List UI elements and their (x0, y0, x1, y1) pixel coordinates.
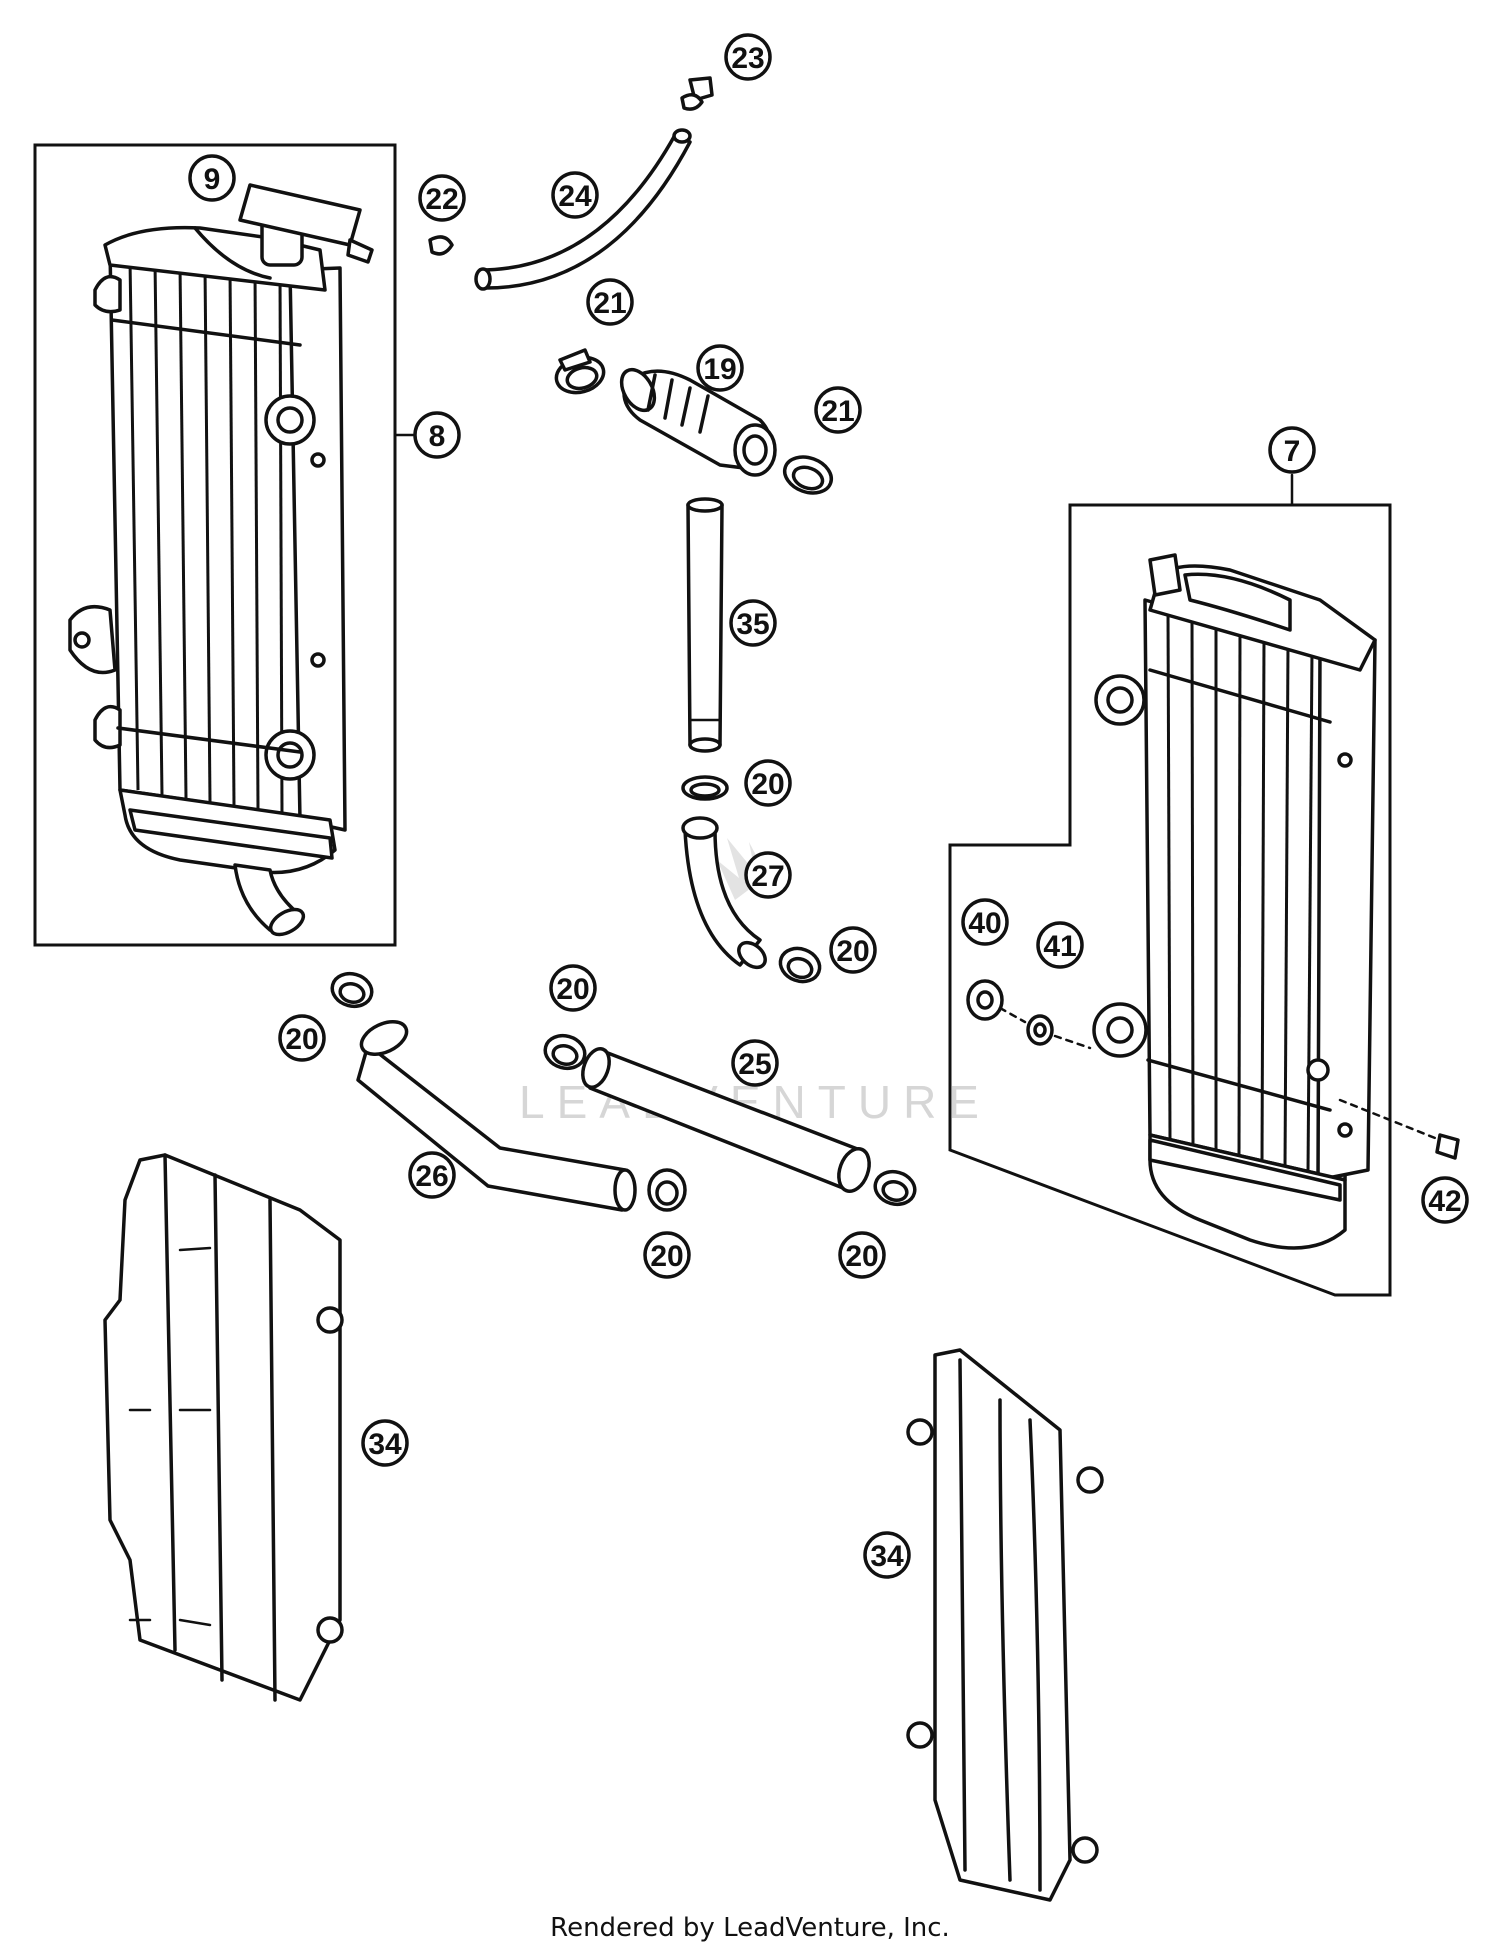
svg-text:40: 40 (968, 907, 1001, 940)
clamp-20-e[interactable] (647, 1168, 687, 1212)
clamp-20-f[interactable] (872, 1167, 919, 1208)
callout-26: 26 (408, 1151, 456, 1199)
callout-20-e: 20 (643, 1231, 691, 1279)
right-radiator-fins (1166, 609, 1314, 1174)
svg-text:21: 21 (593, 287, 626, 320)
callout-7: 7 (1268, 426, 1316, 474)
svg-text:20: 20 (650, 1240, 683, 1273)
svg-text:9: 9 (204, 163, 221, 196)
callout-21-left: 21 (586, 278, 634, 326)
clamp-21-right[interactable] (780, 451, 837, 499)
callout-35: 35 (729, 599, 777, 647)
left-radiator-assembly[interactable] (33, 143, 417, 947)
svg-text:7: 7 (1284, 435, 1301, 468)
callout-20-b: 20 (829, 926, 877, 974)
callout-34-left: 34 (361, 1419, 409, 1467)
svg-text:41: 41 (1043, 930, 1076, 963)
callout-34-right: 34 (863, 1531, 911, 1579)
clamp-20-c[interactable] (329, 969, 376, 1010)
svg-text:25: 25 (738, 1048, 771, 1081)
callout-8: 8 (413, 411, 461, 459)
radiator-shroud-right[interactable] (906, 1348, 1104, 1902)
right-radiator-frame (948, 503, 1392, 1297)
bolt-42[interactable] (1435, 1133, 1460, 1160)
callout-42: 42 (1421, 1176, 1469, 1224)
callout-27: 27 (744, 851, 792, 899)
svg-text:42: 42 (1428, 1185, 1461, 1218)
svg-text:20: 20 (285, 1023, 318, 1056)
svg-text:20: 20 (751, 768, 784, 801)
left-radiator-fins (128, 259, 284, 815)
svg-text:22: 22 (425, 183, 458, 216)
svg-text:24: 24 (558, 180, 592, 213)
hose-27[interactable] (681, 816, 770, 972)
svg-text:34: 34 (870, 1540, 904, 1573)
right-radiator-assembly[interactable] (948, 473, 1460, 1297)
callout-21-right: 21 (814, 386, 862, 434)
svg-text:21: 21 (821, 395, 854, 428)
left-radiator-frame (33, 143, 397, 947)
hose-26[interactable] (356, 1015, 637, 1212)
svg-text:26: 26 (415, 1160, 448, 1193)
callout-20-c: 20 (278, 1014, 326, 1062)
svg-text:34: 34 (368, 1428, 402, 1461)
callout-40: 40 (961, 898, 1009, 946)
callout-25: 25 (731, 1039, 779, 1087)
clamp-20-b[interactable] (776, 943, 825, 987)
radiator-shroud-left[interactable] (103, 1153, 344, 1702)
hose-25[interactable] (578, 1045, 875, 1195)
callout-22: 22 (418, 174, 466, 222)
svg-text:20: 20 (845, 1240, 878, 1273)
clamp-20-d[interactable] (542, 1031, 589, 1072)
svg-text:19: 19 (703, 353, 736, 386)
thermostat-19[interactable] (615, 364, 777, 477)
clamp-22[interactable] (428, 235, 454, 256)
clamp-21-left[interactable] (552, 348, 607, 398)
callout-19: 19 (696, 344, 744, 392)
hose-24[interactable] (474, 128, 692, 291)
svg-text:27: 27 (751, 860, 784, 893)
callout-23: 23 (724, 33, 772, 81)
clamp-20-a[interactable] (681, 775, 729, 801)
callout-20-a: 20 (744, 759, 792, 807)
svg-text:8: 8 (429, 420, 446, 453)
svg-text:35: 35 (736, 608, 769, 641)
pipe-35[interactable] (686, 497, 724, 753)
callout-24: 24 (551, 171, 599, 219)
callout-9: 9 (188, 154, 236, 202)
callout-20-d: 20 (549, 964, 597, 1012)
clamp-23[interactable] (680, 76, 714, 111)
svg-text:23: 23 (731, 42, 764, 75)
callout-41: 41 (1036, 921, 1084, 969)
callout-20-f: 20 (838, 1231, 886, 1279)
svg-text:20: 20 (836, 935, 869, 968)
svg-text:20: 20 (556, 973, 589, 1006)
render-credit: Rendered by LeadVenture, Inc. (550, 1913, 950, 1943)
